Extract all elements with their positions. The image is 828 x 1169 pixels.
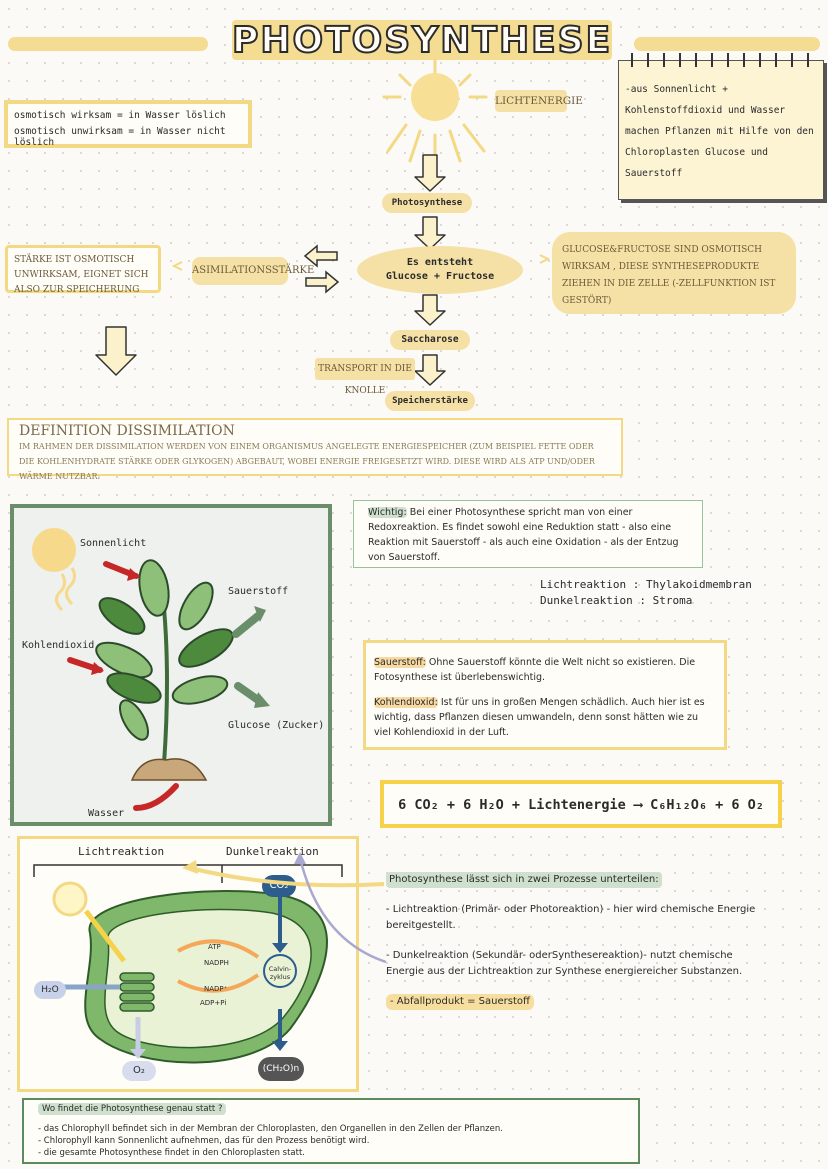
- definition-box: DEFINITION DISSIMILATION IM RAHMEN DER D…: [7, 418, 623, 481]
- nadph-label: NADPH: [204, 959, 229, 967]
- flow-arrows: [95, 154, 551, 386]
- nadp-label: NADP⁺: [204, 985, 228, 993]
- glucose-note: GLUCOSE&FRUCTOSE SIND OSMOTISCH WIRKSAM …: [552, 232, 796, 314]
- transport-label: TRANSPORT IN DIE KNOLLE: [315, 358, 415, 396]
- glucose-ellipse: Es entsteht Glucose + Fructose: [357, 246, 523, 294]
- wichtig-label: Wichtig:: [368, 507, 407, 518]
- wichtig-box: Wichtig: Bei einer Photosynthese spricht…: [353, 500, 703, 568]
- processes-text: Photosynthese lässt sich in zwei Prozess…: [386, 872, 766, 1010]
- sonnenlicht-label: Sonnenlicht: [80, 538, 147, 549]
- sauerstoff-label: Sauerstoff: [228, 586, 289, 597]
- lichtreaktion-ort: Lichtreaktion : Thylakoidmembran: [540, 578, 752, 591]
- kohlendioxid-label: Kohlendioxid: [22, 640, 95, 651]
- where-line-2: - Chlorophyll kann Sonnenlicht aufnehmen…: [38, 1136, 370, 1146]
- chloro-dunkelreaktion-label: Dunkelreaktion: [226, 845, 319, 858]
- ch2o-badge: (CH₂O)n: [258, 1057, 304, 1081]
- definition-text: IM RAHMEN DER DISSIMILATION WERDEN VON E…: [19, 442, 595, 481]
- plant-illustration: [32, 528, 270, 811]
- note-card-text: -aus Sonnenlicht + Kohlenstoffdioxid und…: [625, 84, 814, 179]
- where-line-1: - das Chlorophyll befindet sich in der M…: [38, 1124, 503, 1134]
- equation-box: 6 CO₂ + 6 H₂O + Lichtenergie ⟶ C₆H₁₂O₆ +…: [380, 780, 782, 828]
- sauerstoff-paragraph: Sauerstoff: Ohne Sauerstoff könnte die W…: [374, 655, 716, 685]
- osmotic-line-1: osmotisch wirksam = in Wasser löslich: [14, 110, 226, 121]
- wichtig-text: Bei einer Photosynthese spricht man von …: [368, 507, 679, 563]
- processes-dunkel: - Dunkelreaktion (Sekundär- oderSynthese…: [386, 950, 743, 977]
- title-bar-left: [8, 37, 208, 51]
- speicherstaerke-pill: Speicherstärke: [385, 391, 475, 411]
- chloro-lichtreaktion-label: Lichtreaktion: [78, 845, 165, 858]
- spiral-binding: [625, 53, 815, 67]
- processes-abfall: - Abfallprodukt = Sauerstoff: [386, 994, 534, 1010]
- adp-label: ADP+Pi: [200, 999, 227, 1007]
- atp-label: ATP: [208, 943, 221, 951]
- h2o-badge: H₂O: [34, 981, 66, 999]
- processes-intro: Photosynthese lässt sich in zwei Prozess…: [386, 872, 662, 888]
- glucose-label: Glucose (Zucker): [228, 720, 325, 731]
- saccharose-pill: Saccharose: [390, 330, 470, 350]
- sauerstoff-box: Sauerstoff: Ohne Sauerstoff könnte die W…: [363, 640, 727, 750]
- processes-licht: - Lichtreaktion (Primär- oder Photoreakt…: [386, 904, 756, 931]
- page-title: PHOTOSYNTHESE: [231, 19, 613, 62]
- assimilationsstaerke-pill: ASIMILATIONSSTÄRKE: [192, 257, 314, 285]
- kohlendioxid-paragraph: Kohlendioxid: Ist für uns in großen Meng…: [374, 695, 716, 740]
- dunkelreaktion-ort: Dunkelreaktion : Stroma: [540, 594, 693, 607]
- o2-badge: O₂: [122, 1061, 156, 1081]
- chloroplast-diagram: Lichtreaktion Dunkelreaktion CO₂ H₂O O₂ …: [17, 836, 359, 1092]
- glucose-text: Es entsteht Glucose + Fructose: [385, 257, 495, 282]
- where-box: Wo findet die Photosynthese genau statt …: [22, 1098, 640, 1164]
- where-line-3: - die gesamte Photosynthese findet in de…: [38, 1148, 306, 1158]
- plant-diagram: Sonnenlicht Sauerstoff Kohlendioxid Gluc…: [10, 504, 332, 826]
- osmotic-line-2: osmotisch unwirksam = in Wasser nicht lö…: [14, 126, 226, 148]
- staerke-note: STÄRKE IST OSMOTISCH UNWIRKSAM, EIGNET S…: [5, 245, 161, 295]
- wasser-label: Wasser: [88, 808, 125, 819]
- sauerstoff-box-text: Ohne Sauerstoff könnte die Welt nicht so…: [374, 657, 696, 683]
- osmotic-box: osmotisch wirksam = in Wasser löslich os…: [4, 100, 252, 148]
- chloroplast-illustration: [33, 864, 343, 1064]
- light-energy-label: LICHTENERGIE: [495, 90, 583, 112]
- kohlendioxid-box-label: Kohlendioxid:: [374, 697, 438, 708]
- where-question: Wo findet die Photosynthese genau statt …: [38, 1103, 227, 1115]
- sauerstoff-box-label: Sauerstoff:: [374, 657, 426, 668]
- kohlendioxid-box-text: Ist für uns in großen Mengen schädlich. …: [374, 697, 705, 738]
- note-card: -aus Sonnenlicht + Kohlenstoffdioxid und…: [618, 53, 824, 200]
- calvin-label: Calvin-zyklus: [268, 965, 292, 981]
- title-bar-right: [634, 37, 820, 51]
- photosynthese-pill: Photosynthese: [382, 193, 472, 213]
- definition-heading: DEFINITION DISSIMILATION: [19, 423, 235, 439]
